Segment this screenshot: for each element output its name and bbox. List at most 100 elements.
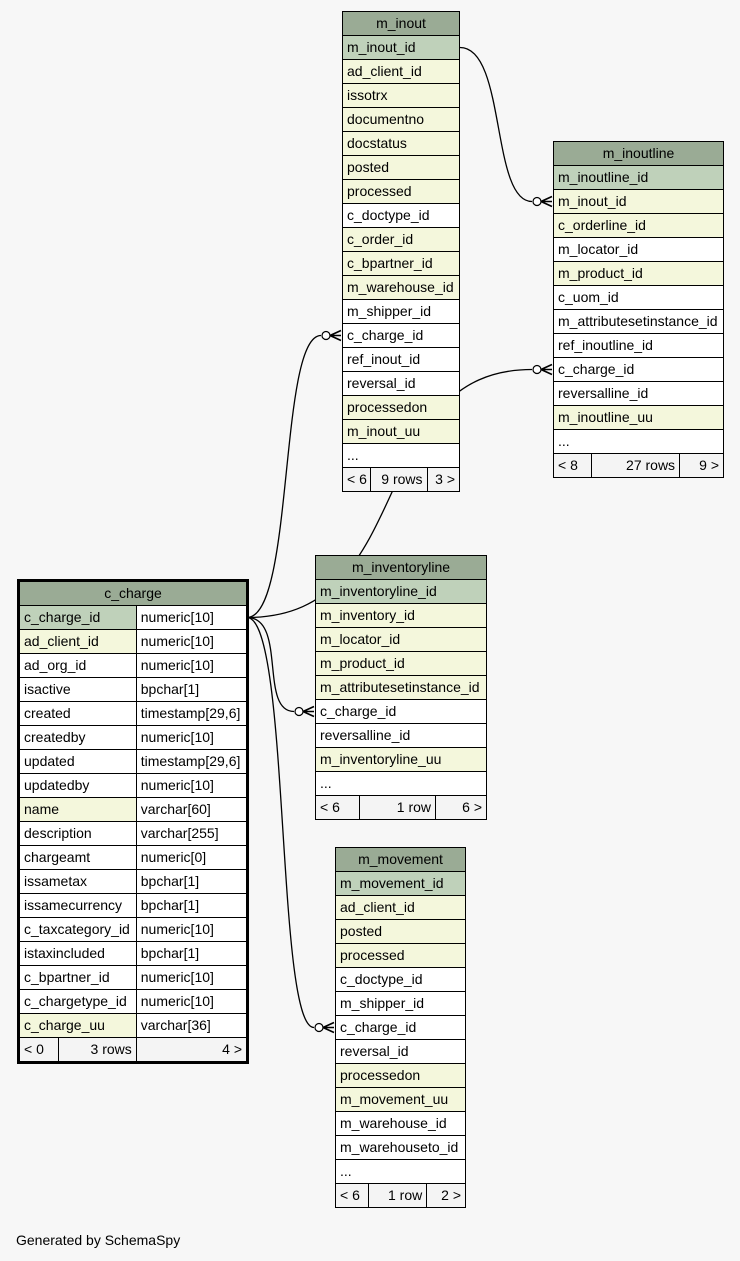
column-name[interactable]: m_warehouse_id <box>342 275 460 300</box>
column-name[interactable]: m_attributesetinstance_id <box>553 309 724 334</box>
column-name[interactable]: m_inoutline_id <box>553 165 724 190</box>
column-row: m_product_id <box>315 651 487 676</box>
column-name[interactable]: m_locator_id <box>553 237 724 262</box>
column-name[interactable]: c_charge_uu <box>19 1013 137 1038</box>
column-name[interactable]: m_inventoryline_uu <box>315 747 487 772</box>
column-row: documentno <box>342 107 460 132</box>
column-name[interactable]: isactive <box>19 677 137 702</box>
column-name[interactable]: c_chargetype_id <box>19 989 137 1014</box>
column-name[interactable]: m_locator_id <box>315 627 487 652</box>
parents-link[interactable]: < 6 <box>342 467 371 492</box>
column-name[interactable]: createdby <box>19 725 137 750</box>
column-name[interactable]: reversal_id <box>342 371 460 396</box>
row-count: 1 row <box>358 795 437 820</box>
column-name[interactable]: c_taxcategory_id <box>19 917 137 942</box>
table-title[interactable]: m_inventoryline <box>315 555 487 580</box>
children-link[interactable]: 9 > <box>679 453 724 478</box>
children-link[interactable]: 4 > <box>135 1037 248 1062</box>
column-name[interactable]: m_shipper_id <box>335 991 466 1016</box>
column-name[interactable]: updatedby <box>19 773 137 798</box>
column-name[interactable]: ad_client_id <box>19 629 137 654</box>
column-name[interactable]: c_bpartner_id <box>19 965 137 990</box>
relationship-edge <box>246 334 322 619</box>
column-name[interactable]: issotrx <box>342 83 460 108</box>
column-name[interactable]: m_movement_uu <box>335 1087 466 1112</box>
table-title[interactable]: m_movement <box>335 847 466 872</box>
parents-link[interactable]: < 8 <box>553 453 592 478</box>
table-title[interactable]: m_inoutline <box>553 141 724 166</box>
column-row: m_shipper_id <box>342 299 460 324</box>
parents-link[interactable]: < 6 <box>315 795 360 820</box>
column-name[interactable]: istaxincluded <box>19 941 137 966</box>
children-link[interactable]: 2 > <box>426 1183 466 1208</box>
column-name[interactable]: updated <box>19 749 137 774</box>
column-name[interactable]: c_bpartner_id <box>342 251 460 276</box>
column-name[interactable]: posted <box>335 919 466 944</box>
children-link[interactable]: 6 > <box>435 795 487 820</box>
column-name[interactable]: c_charge_id <box>342 323 460 348</box>
table-title[interactable]: c_charge <box>19 581 247 606</box>
column-name[interactable]: m_movement_id <box>335 871 466 896</box>
column-name[interactable]: c_doctype_id <box>335 967 466 992</box>
column-name[interactable]: ref_inout_id <box>342 347 460 372</box>
column-name[interactable]: processedon <box>342 395 460 420</box>
column-name[interactable]: c_charge_id <box>19 605 137 630</box>
column-name[interactable]: created <box>19 701 137 726</box>
column-name[interactable]: name <box>19 797 137 822</box>
column-name[interactable]: processedon <box>335 1063 466 1088</box>
column-name[interactable]: chargeamt <box>19 845 137 870</box>
column-name[interactable]: c_charge_id <box>335 1015 466 1040</box>
children-link[interactable]: 3 > <box>426 467 460 492</box>
column-name[interactable]: m_warehouseto_id <box>335 1135 466 1160</box>
column-name[interactable]: m_inoutline_uu <box>553 405 724 430</box>
column-type: bpchar[1] <box>135 869 248 894</box>
column-name[interactable]: m_inout_id <box>342 35 460 60</box>
column-name[interactable]: processed <box>342 179 460 204</box>
column-row: m_inout_uu <box>342 419 460 444</box>
column-name[interactable]: m_inout_id <box>553 189 724 214</box>
column-name[interactable]: m_inventory_id <box>315 603 487 628</box>
column-name[interactable]: c_uom_id <box>553 285 724 310</box>
column-name[interactable]: issametax <box>19 869 137 894</box>
column-name[interactable]: ad_client_id <box>335 895 466 920</box>
column-name[interactable]: m_inventoryline_id <box>315 579 487 604</box>
column-row: m_locator_id <box>553 237 724 262</box>
column-name[interactable]: docstatus <box>342 131 460 156</box>
parents-link[interactable]: < 0 <box>19 1037 59 1062</box>
column-name[interactable]: reversalline_id <box>315 723 487 748</box>
column-name[interactable]: c_doctype_id <box>342 203 460 228</box>
column-type: bpchar[1] <box>135 941 248 966</box>
column-name[interactable]: m_inout_uu <box>342 419 460 444</box>
column-name[interactable]: c_order_id <box>342 227 460 252</box>
column-name[interactable]: ad_org_id <box>19 653 137 678</box>
column-name[interactable]: issamecurrency <box>19 893 137 918</box>
column-name[interactable]: m_product_id <box>315 651 487 676</box>
column-name[interactable]: reversal_id <box>335 1039 466 1064</box>
column-row: c_orderline_id <box>553 213 724 238</box>
column-type: numeric[10] <box>135 653 248 678</box>
column-row: m_warehouse_id <box>335 1111 466 1136</box>
column-name[interactable]: m_warehouse_id <box>335 1111 466 1136</box>
column-name[interactable]: m_product_id <box>553 261 724 286</box>
column-name[interactable]: reversalline_id <box>553 381 724 406</box>
column-name[interactable]: processed <box>335 943 466 968</box>
column-name[interactable]: ref_inoutline_id <box>553 333 724 358</box>
column-name[interactable]: c_charge_id <box>315 699 487 724</box>
column-name[interactable]: ad_client_id <box>342 59 460 84</box>
column-name[interactable]: c_orderline_id <box>553 213 724 238</box>
column-name[interactable]: posted <box>342 155 460 180</box>
column-name[interactable]: description <box>19 821 137 846</box>
column-row: c_doctype_id <box>335 967 466 992</box>
column-name[interactable]: m_shipper_id <box>342 299 460 324</box>
column-name[interactable]: documentno <box>342 107 460 132</box>
parents-link[interactable]: < 6 <box>334 1183 370 1208</box>
column-row: processed <box>342 179 460 204</box>
table-title[interactable]: m_inout <box>342 11 460 36</box>
column-name[interactable]: c_charge_id <box>553 357 724 382</box>
column-name[interactable]: m_attributesetinstance_id <box>315 675 487 700</box>
